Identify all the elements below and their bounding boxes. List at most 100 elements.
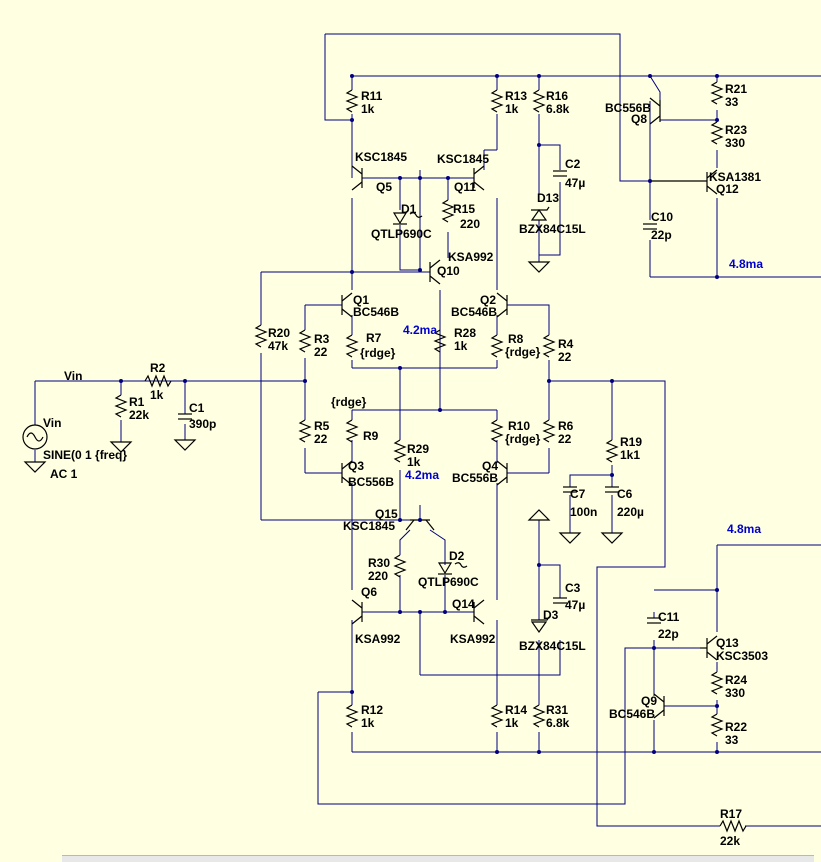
- resistor-r16: [532, 89, 546, 113]
- label-r29v: 1k: [407, 455, 421, 469]
- ground-c6: [600, 532, 624, 544]
- label-ksc1845c: KSC1845: [343, 519, 395, 533]
- resistor-r13: [490, 89, 504, 113]
- transistor-q5: [351, 165, 363, 191]
- resistor-r15: [441, 199, 455, 223]
- label-r31v: 6.8k: [546, 716, 570, 730]
- label-r21: R21: [725, 82, 747, 96]
- label-rdge_top: {rdge}: [331, 395, 367, 409]
- label-r7: R7: [366, 331, 382, 345]
- label-q9: Q9: [641, 694, 657, 708]
- resistor-r29: [393, 439, 407, 463]
- label-r6v: 22: [558, 432, 572, 446]
- resistor-r4: [542, 334, 556, 358]
- label-c1v: 390p: [189, 417, 216, 431]
- label-c2: C2: [565, 157, 581, 171]
- label-c7: C7: [570, 487, 586, 501]
- resistor-r12: [345, 704, 359, 728]
- resistor-r10: [490, 419, 504, 443]
- label-c11v: 22p: [658, 627, 679, 641]
- resistor-r22: [710, 713, 724, 737]
- label-r31: R31: [546, 703, 568, 717]
- label-c3v: 47µ: [565, 598, 585, 612]
- resistor-r17: [719, 819, 747, 833]
- label-q1: Q1: [353, 293, 369, 307]
- resistor-r8: [490, 334, 504, 358]
- current-note-i2: 4.2ma: [403, 323, 437, 337]
- led-d2: [437, 562, 468, 575]
- label-r17v: 22k: [720, 834, 740, 848]
- ground-vin: [23, 461, 47, 473]
- label-r8: R8: [508, 332, 524, 346]
- label-r1: R1: [129, 395, 145, 409]
- label-r14v: 1k: [505, 716, 519, 730]
- resistor-r14: [490, 704, 504, 728]
- label-r5v: 22: [314, 432, 328, 446]
- resistor-r23: [710, 121, 724, 145]
- label-r30v: 220: [368, 569, 388, 583]
- capacitor-c10: [643, 223, 657, 230]
- label-r22v: 33: [725, 733, 739, 747]
- resistor-r24: [710, 671, 724, 695]
- label-c6: C6: [617, 487, 633, 501]
- label-vin_src: Vin: [43, 416, 61, 430]
- label-q5: Q5: [376, 180, 392, 194]
- label-bzx3: BZX84C15L: [519, 639, 586, 653]
- label-r23v: 330: [725, 136, 745, 150]
- label-r21v: 33: [725, 95, 739, 109]
- label-r22: R22: [725, 720, 747, 734]
- transistor-q14: [473, 599, 485, 625]
- label-r20: R20: [268, 326, 290, 340]
- label-vin_net: Vin: [64, 369, 82, 383]
- label-ksa992a: KSA992: [448, 250, 494, 264]
- label-r17: R17: [720, 807, 742, 821]
- resistor-r6: [542, 419, 556, 443]
- transistor-q6: [351, 599, 363, 625]
- label-c7v: 100n: [570, 505, 597, 519]
- label-r28: R28: [454, 326, 476, 340]
- components: [22, 81, 747, 833]
- resistor-r2: [144, 374, 172, 388]
- resistor-r11: [345, 89, 359, 113]
- label-ac1: AC 1: [50, 467, 78, 481]
- capacitor-c2: [553, 170, 567, 177]
- label-d1: D1: [401, 202, 417, 216]
- label-ksa992b: KSA992: [355, 632, 401, 646]
- resistor-r19: [605, 439, 619, 463]
- label-d13: D13: [537, 191, 559, 205]
- label-c1: C1: [189, 401, 205, 415]
- label-r6: R6: [558, 419, 574, 433]
- ground-c1: [173, 439, 197, 451]
- label-q6: Q6: [361, 585, 377, 599]
- label-bc546b9: BC546B: [609, 707, 655, 721]
- label-bc546b1: BC546B: [353, 305, 399, 319]
- transistor-q10: [429, 259, 441, 285]
- transistor-q9: [653, 693, 665, 719]
- label-q2: Q2: [480, 293, 496, 307]
- label-c11: C11: [658, 610, 680, 624]
- label-q3: Q3: [348, 459, 364, 473]
- label-qtlp2: QTLP690C: [418, 575, 479, 589]
- transistor-q8: [649, 97, 661, 125]
- label-r10: R10: [508, 419, 530, 433]
- ac-source-vin: [22, 424, 48, 450]
- label-r5: R5: [314, 419, 330, 433]
- transistor-q2: [496, 292, 508, 318]
- label-sine: SINE(0 1 {freq}: [43, 448, 127, 462]
- label-q13: Q13: [716, 636, 739, 650]
- label-r13: R13: [505, 89, 527, 103]
- capacitor-c6: [605, 486, 619, 493]
- label-r28v: 1k: [454, 339, 468, 353]
- label-ksc1845b: KSC1845: [437, 152, 489, 166]
- label-r14: R14: [505, 703, 527, 717]
- label-r16: R16: [546, 89, 568, 103]
- horizontal-scrollbar[interactable]: [62, 855, 814, 862]
- ground-c7: [558, 532, 582, 544]
- resistor-r1: [114, 394, 128, 418]
- junctions: [119, 74, 719, 754]
- label-q11: Q11: [454, 180, 476, 194]
- label-r4: R4: [558, 337, 574, 351]
